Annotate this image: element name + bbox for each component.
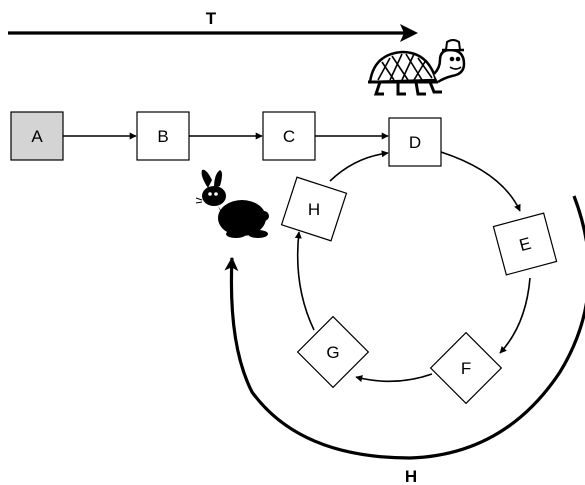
node-d: D bbox=[388, 117, 442, 167]
node-e: E bbox=[492, 212, 558, 276]
edge-h-d bbox=[329, 150, 389, 182]
rabbit-icon bbox=[195, 169, 269, 238]
node-a: A bbox=[10, 111, 64, 161]
node-d-label: D bbox=[409, 133, 421, 152]
node-b: B bbox=[136, 111, 190, 161]
node-g-label: G bbox=[326, 343, 339, 362]
node-h-label: H bbox=[308, 200, 320, 219]
tortoise-path-arrow bbox=[8, 24, 418, 42]
node-c: C bbox=[262, 111, 316, 161]
edge-e-f bbox=[499, 277, 531, 354]
node-c-label: C bbox=[283, 127, 295, 146]
tortoise-icon bbox=[368, 39, 466, 96]
edge-d-e bbox=[440, 151, 521, 212]
node-f: F bbox=[429, 331, 503, 405]
edge-g-h bbox=[294, 231, 315, 331]
edge-f-g bbox=[355, 373, 433, 383]
node-f-label: F bbox=[461, 359, 471, 378]
tortoise-path-label: T bbox=[206, 9, 217, 28]
node-a-label: A bbox=[31, 127, 43, 146]
node-h: H bbox=[280, 176, 348, 242]
node-g: G bbox=[296, 315, 370, 389]
node-e-label: E bbox=[517, 234, 533, 255]
hare-path-label: H bbox=[405, 467, 417, 485]
hare-path-arrow bbox=[224, 195, 585, 460]
node-b-label: B bbox=[157, 127, 168, 146]
